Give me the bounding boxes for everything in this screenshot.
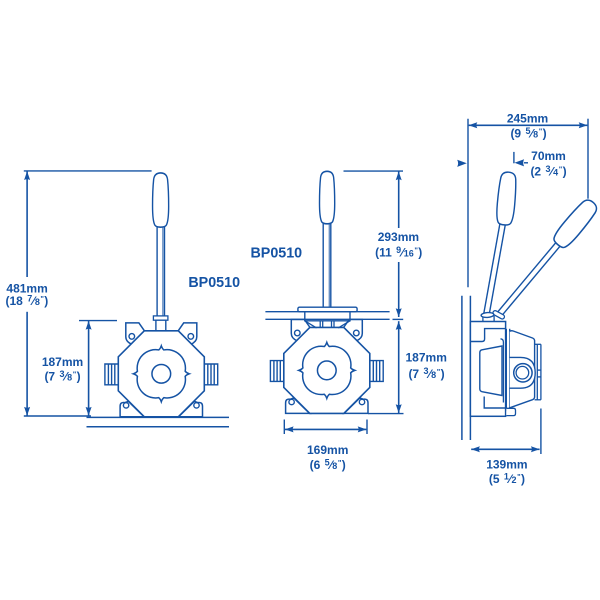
- svg-text:187mm: 187mm: [42, 355, 83, 369]
- svg-text:(2 3⁄4"): (2 3⁄4"): [530, 164, 566, 179]
- svg-text:293mm: 293mm: [378, 230, 419, 244]
- svg-text:BP0510: BP0510: [188, 275, 240, 291]
- svg-text:245mm: 245mm: [507, 112, 548, 126]
- svg-text:(18 7⁄8"): (18 7⁄8"): [6, 293, 49, 308]
- svg-text:(5 1⁄2"): (5 1⁄2"): [489, 471, 525, 486]
- svg-text:187mm: 187mm: [406, 350, 447, 364]
- svg-text:139mm: 139mm: [486, 458, 527, 472]
- svg-text:70mm: 70mm: [531, 149, 566, 163]
- svg-text:(6 5⁄8"): (6 5⁄8"): [310, 457, 346, 472]
- svg-text:(7 3⁄8"): (7 3⁄8"): [44, 369, 80, 384]
- svg-text:(11 9⁄16"): (11 9⁄16"): [375, 245, 422, 260]
- svg-text:(9 5⁄8"): (9 5⁄8"): [510, 126, 546, 141]
- svg-text:BP0510: BP0510: [250, 245, 302, 261]
- svg-text:169mm: 169mm: [307, 443, 348, 457]
- svg-text:481mm: 481mm: [6, 282, 47, 296]
- svg-text:(7 3⁄8"): (7 3⁄8"): [408, 366, 444, 381]
